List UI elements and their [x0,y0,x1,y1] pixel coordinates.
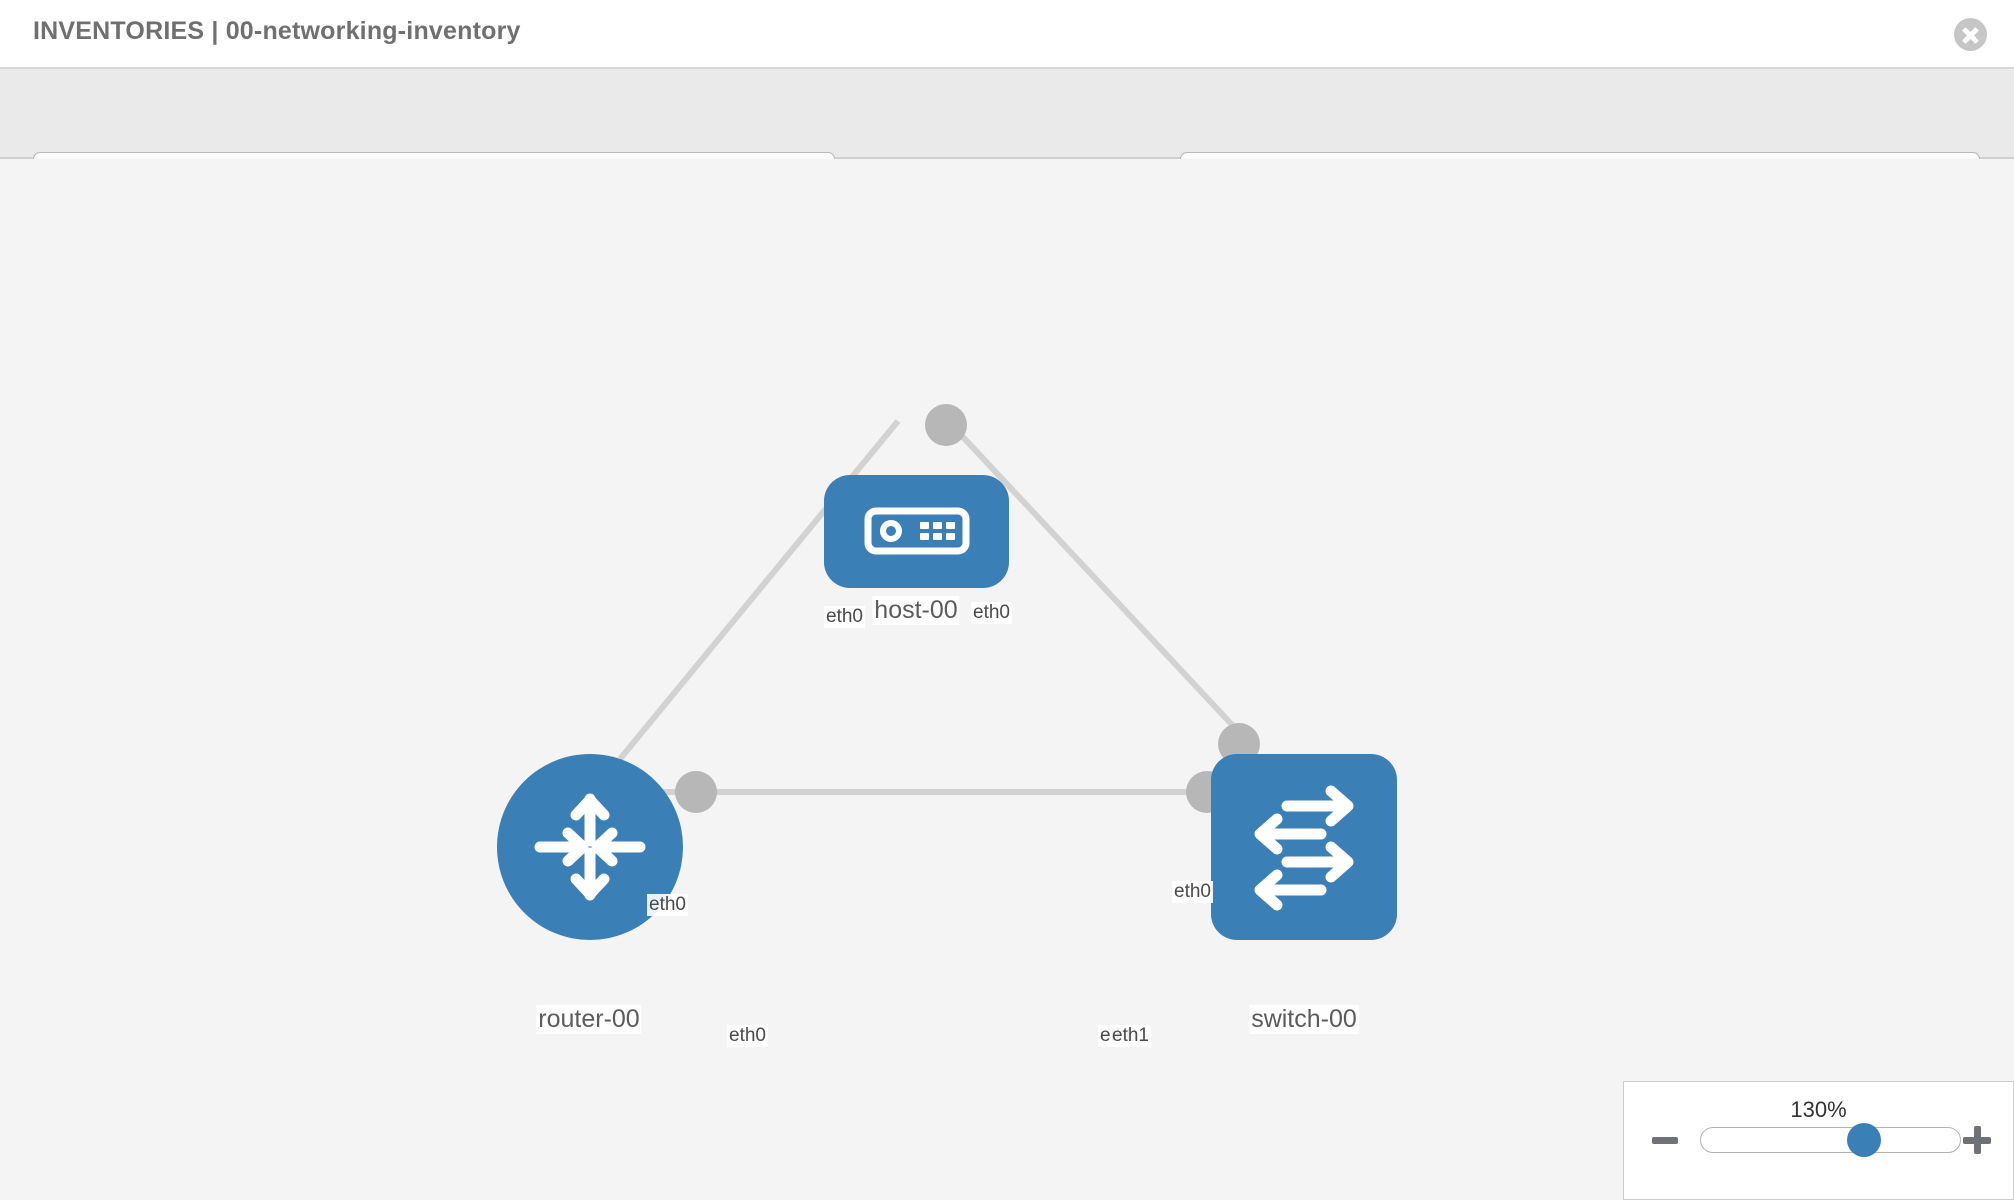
zoom-in-button[interactable] [1963,1126,1991,1154]
topology-canvas[interactable]: host-00 router-00 [0,159,2014,1200]
interface-label-router-eth0: eth0 [727,1025,768,1047]
close-icon[interactable] [1954,18,1987,51]
interface-dot-router-eth0[interactable] [675,771,717,813]
node-label-host-00: host-00 [872,596,960,625]
link-host-switch [945,418,1253,747]
node-label-switch-00: switch-00 [1249,1005,1359,1034]
page-header: INVENTORIES | 00-networking-inventory [0,0,2014,69]
interface-label-router-uplink: eth0 [647,894,688,916]
interface-label-switch-eth1: eth1 [1110,1025,1151,1047]
switch-icon [1254,785,1354,911]
interface-label-host-left: eth0 [824,606,865,628]
node-host-00-shape[interactable] [824,475,1009,588]
zoom-control: 130% [1623,1081,2014,1200]
toolbar: ACTIONS SEARCH [0,69,2014,211]
zoom-slider-thumb[interactable] [1847,1123,1882,1157]
zoom-percent-label: 130% [1790,1097,1847,1122]
router-icon [534,793,646,901]
interface-label-host-right: eth0 [971,602,1012,624]
zoom-slider-track[interactable] [1700,1123,1961,1157]
node-switch-00-shape[interactable] [1211,754,1397,940]
server-icon [864,507,970,555]
topology-links-layer [617,418,1253,795]
zoom-out-button[interactable] [1652,1137,1678,1144]
interface-dot-host-eth0[interactable] [925,404,967,446]
interface-label-switch-uplink: eth0 [1172,881,1213,903]
page-title: INVENTORIES | 00-networking-inventory [33,17,521,45]
link-host-router [617,419,901,761]
node-label-router-00: router-00 [536,1005,642,1034]
